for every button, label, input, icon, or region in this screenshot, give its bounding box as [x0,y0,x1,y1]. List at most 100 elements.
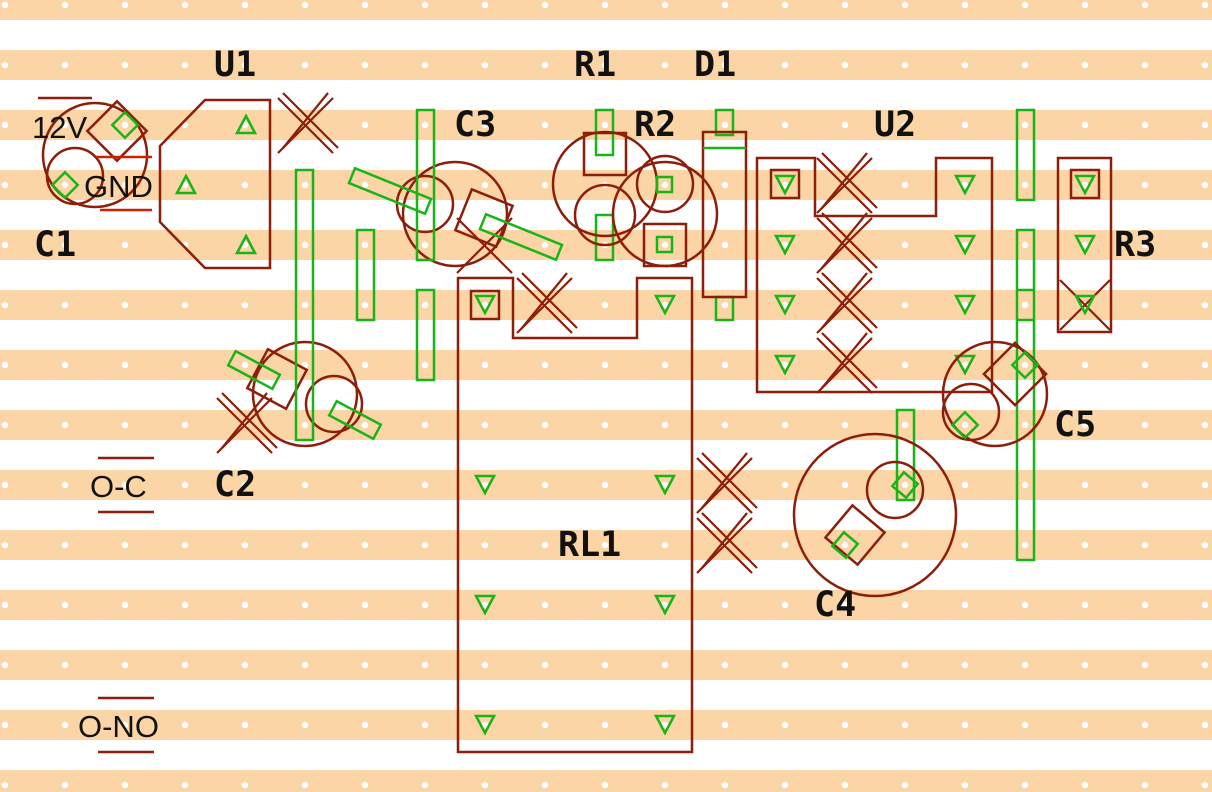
board-hole [241,361,249,369]
board-hole [361,121,369,129]
u1-regulator [158,98,272,270]
board-hole [901,241,909,249]
track-cut [696,452,758,514]
board-hole [121,181,129,189]
board-hole [721,601,729,609]
board-hole [1141,301,1149,309]
board-hole [961,241,969,249]
board-hole [1021,601,1029,609]
board-hole [421,181,429,189]
board-hole [781,301,789,309]
board-hole [181,61,189,69]
board-hole [1,721,9,729]
board-hole [1,541,9,549]
board-hole [661,61,669,69]
board-hole [1021,61,1029,69]
board-hole [601,1,609,9]
track-cut [277,92,339,154]
d1-diode [701,130,748,299]
board-hole [421,301,429,309]
board-hole [241,61,249,69]
part-labels: U1 R1 D1 C3 R2 U2 C1 R3 C2 C5 RL1 C4 [34,45,1156,625]
board-hole [1141,661,1149,669]
board-hole [1201,121,1209,129]
board-hole [61,481,69,489]
board-hole [961,601,969,609]
board-hole [1081,601,1089,609]
board-hole [1081,781,1089,789]
board-hole [541,181,549,189]
board-hole [361,601,369,609]
label-ono: O-NO [78,709,159,744]
board-hole [1021,421,1029,429]
board-hole [241,481,249,489]
board-hole [541,1,549,9]
board-hole [1081,181,1089,189]
board-hole [361,541,369,549]
board-hole [1081,61,1089,69]
board-hole [961,721,969,729]
board-hole [481,1,489,9]
board-hole [541,61,549,69]
board-hole [1021,121,1029,129]
board-hole [781,781,789,789]
board-hole [61,361,69,369]
board-hole [301,541,309,549]
board-hole [1081,121,1089,129]
label-rl1: RL1 [558,525,621,565]
board-hole [181,361,189,369]
board-hole [1141,601,1149,609]
net-labels: 12V GND O-C O-NO [32,110,159,744]
c5-capacitor [941,340,1049,448]
board-hole [61,781,69,789]
board-hole [361,1,369,9]
board-hole [661,361,669,369]
board-hole [301,421,309,429]
board-hole [961,541,969,549]
board-hole [61,601,69,609]
board-hole [301,361,309,369]
board-hole [1201,361,1209,369]
board-hole [721,781,729,789]
label-gnd: GND [84,169,153,204]
board-hole [601,661,609,669]
board-hole [901,421,909,429]
board-hole [1141,481,1149,489]
track-cut [816,152,878,214]
board-hole [301,241,309,249]
board-hole [721,121,729,129]
r3-resistor [1056,156,1113,334]
board-hole [1021,361,1029,369]
board-hole [661,601,669,609]
label-c5: C5 [1054,405,1096,445]
board-hole [901,721,909,729]
board-hole [601,301,609,309]
board-hole [421,661,429,669]
board-hole [361,181,369,189]
board-hole [541,661,549,669]
board-hole [61,421,69,429]
board-hole [841,421,849,429]
board-hole [841,121,849,129]
board-hole [901,781,909,789]
board-hole [1021,661,1029,669]
label-u1: U1 [214,45,256,85]
board-hole [721,181,729,189]
board-hole [901,121,909,129]
label-u2: U2 [874,105,916,145]
board-hole [421,241,429,249]
board-hole [781,1,789,9]
board-hole [901,1,909,9]
board-hole [481,361,489,369]
board-hole [481,121,489,129]
board-hole [841,601,849,609]
board-hole [121,421,129,429]
board-hole [961,1,969,9]
board-hole [121,781,129,789]
c4-capacitor [792,432,958,598]
board-hole [1201,601,1209,609]
board-hole [1,361,9,369]
board-hole [1201,241,1209,249]
board-hole [1,781,9,789]
board-hole [1,181,9,189]
